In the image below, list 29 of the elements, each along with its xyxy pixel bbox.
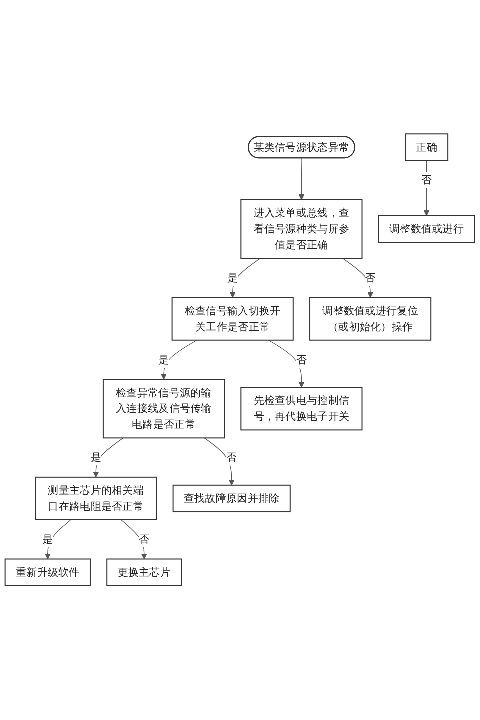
edge-label: 否: [365, 272, 376, 284]
arrow: [120, 520, 148, 560]
node-box: 重新升级软件: [4, 558, 91, 586]
node-box: 调整数值或进行: [378, 215, 476, 244]
node-box: 测量主芯片的相关端口在路电阻是否正常: [35, 476, 158, 520]
arrow: [44, 520, 72, 560]
arrow: [298, 158, 305, 200]
node-box: 进入菜单或总线，查看信号源种类与屏参值是否正确: [240, 200, 363, 260]
edge-label: 是: [42, 532, 54, 546]
node-box: 查找故障原因并排除: [172, 484, 291, 513]
edge-label: 是: [90, 451, 102, 464]
arrow: [204, 438, 235, 486]
edge-label: 否: [226, 451, 238, 464]
node-box: 先检查供电与控制信号，再代换电子开关: [240, 387, 363, 431]
node-box: 更换主芯片: [106, 558, 182, 586]
arrow: [230, 258, 261, 298]
node-box: 调整数值或进行复位（或初始化）操作: [310, 297, 432, 341]
arrow: [342, 258, 374, 298]
node-box: 检查信号输入切换开关工作是否正常: [172, 297, 294, 341]
edge-label: 否: [139, 532, 150, 546]
arrow: [93, 438, 124, 478]
arrow: [268, 340, 305, 388]
node-box: 检查异常信号源的输入连接线及信号传输电路是否正常: [102, 379, 226, 439]
edge-label: 否: [296, 353, 308, 366]
node-box: 正确: [405, 134, 449, 162]
edge-label: 是: [228, 272, 238, 284]
edge-label: 否: [421, 174, 432, 186]
edge-label: 是: [158, 353, 170, 366]
arrow: [161, 340, 198, 380]
